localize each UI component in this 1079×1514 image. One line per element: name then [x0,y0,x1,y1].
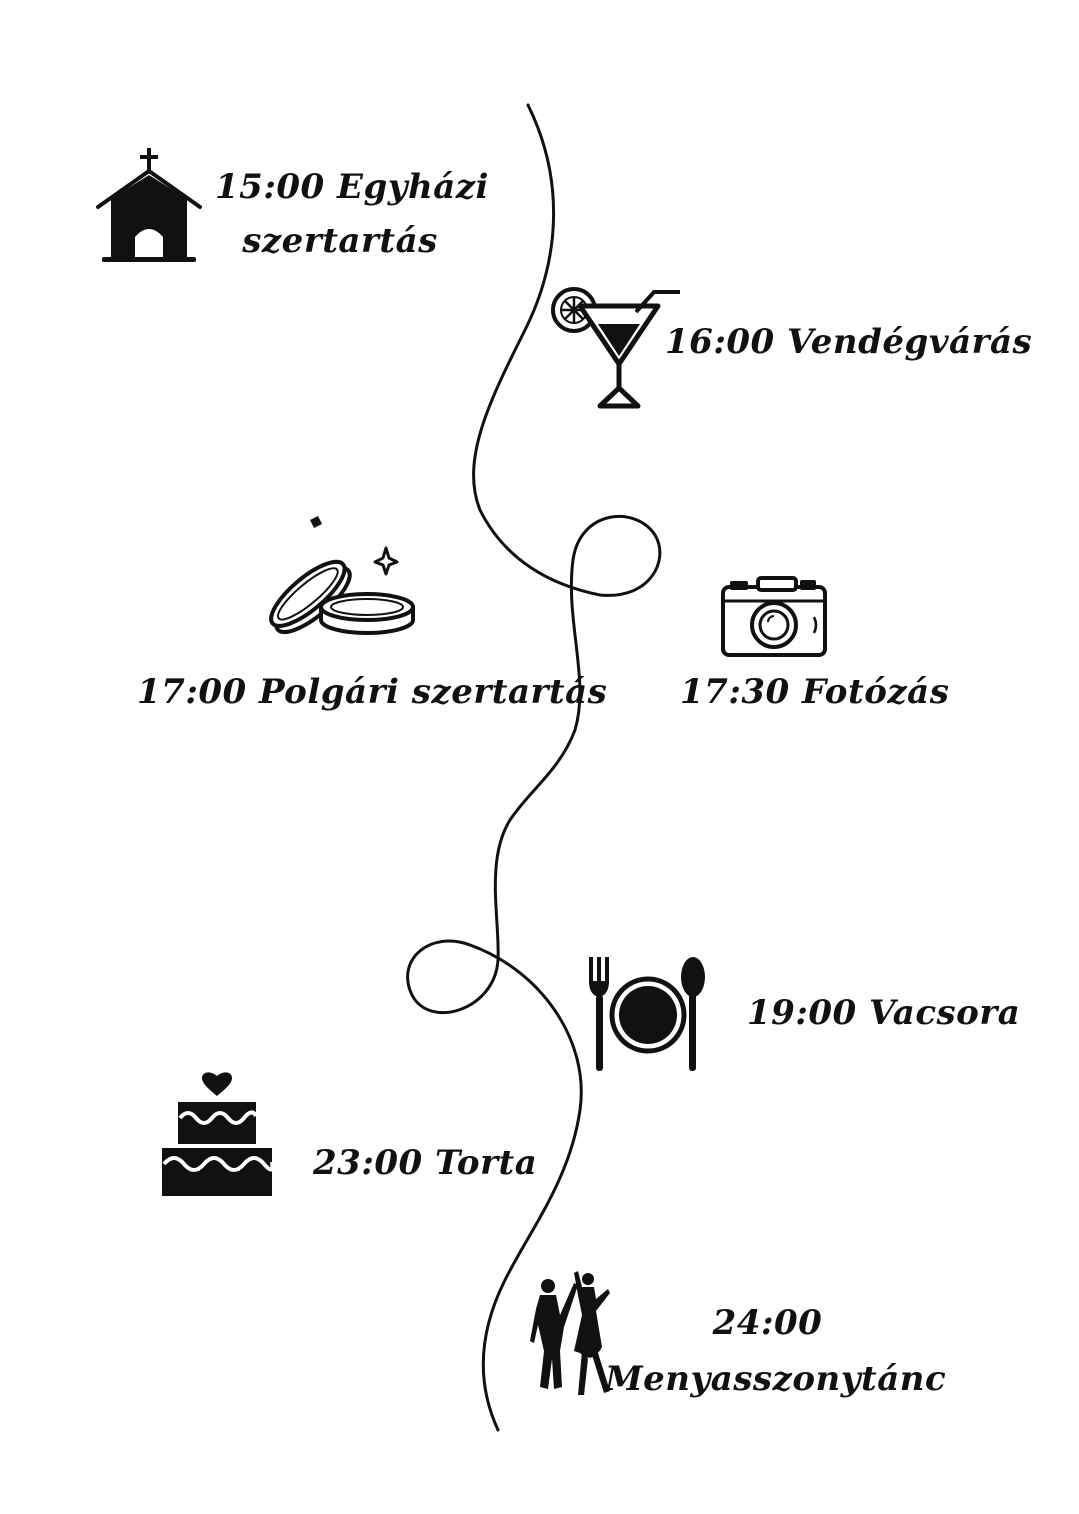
event-label-6: 23:00 Torta [313,1143,538,1183]
church-icon [96,148,202,262]
event-label-5: 19:00 Vacsora [747,993,1021,1033]
event-label-1: 15:00 Egyházi szertartás [215,167,489,261]
rings-icon [269,516,415,635]
dancing-couple-icon [530,1271,610,1395]
event-label-4: 17:30 Fotózás [680,672,950,712]
camera-icon [721,576,827,657]
event-label-7: 24:00 Menyasszonytánc [605,1303,947,1399]
cake-icon [162,1072,275,1196]
event-label-3: 17:00 Polgári szertartás [137,672,608,712]
cocktail-icon [551,287,680,409]
dinner-plate-icon [589,957,705,1071]
event-label-2: 16:00 Vendégvárás [665,322,1033,362]
